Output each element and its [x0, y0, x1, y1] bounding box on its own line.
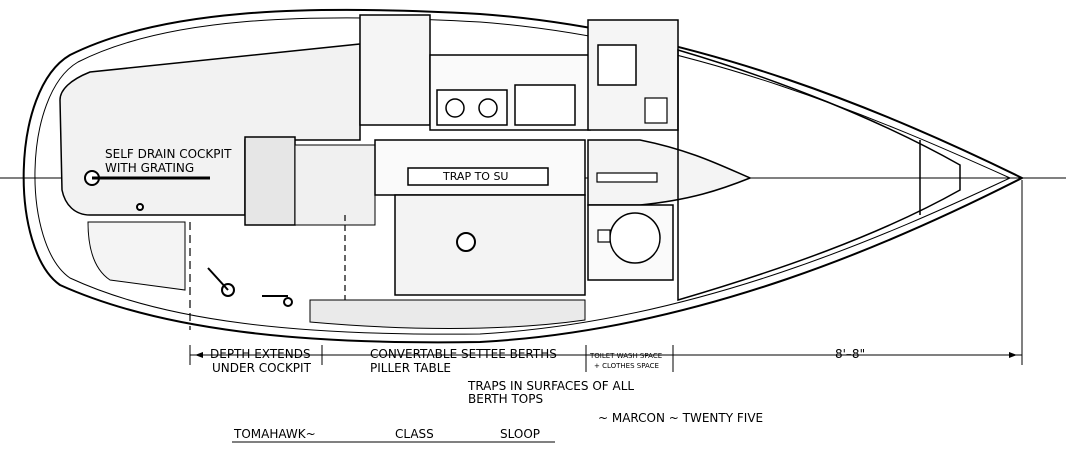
- depth-label-line2: UNDER COCKPIT: [212, 361, 312, 375]
- depth-label-line1: DEPTH EXTENDS: [210, 347, 311, 361]
- trap-label: TRAP TO SU: [442, 170, 508, 183]
- quarter-berth: [359, 14, 431, 126]
- sink: [514, 84, 576, 126]
- traps-note-line1: TRAPS IN SURFACES OF ALL: [467, 379, 634, 393]
- head-partition: [587, 139, 752, 206]
- toilet-label-line2: + CLOTHES SPACE: [594, 362, 659, 370]
- cleat: [283, 297, 293, 307]
- shelf: [644, 97, 668, 124]
- aft-locker: [87, 221, 186, 291]
- title-class: CLASS: [395, 427, 434, 441]
- forward-dimension: 8'–8": [835, 347, 865, 361]
- settee-label-line2: PILLER TABLE: [370, 361, 451, 375]
- dim-arrow: [1009, 352, 1017, 358]
- toilet: [609, 212, 661, 264]
- burner-2: [478, 98, 498, 118]
- head-door-handle: [596, 172, 658, 183]
- winch-handle: [207, 267, 229, 291]
- v-berth: [677, 48, 961, 302]
- title-sloop: SLOOP: [500, 427, 540, 441]
- settee-label-line1: CONVERTABLE SETTEE BERTHS: [370, 347, 557, 361]
- stove: [436, 89, 508, 126]
- cockpit-label-line2: WITH GRATING: [105, 161, 194, 175]
- table-post: [456, 232, 476, 252]
- settee-port: [394, 194, 586, 296]
- toilet-label-line1: TOILET WASH SPACE: [589, 352, 662, 360]
- fitting: [136, 203, 144, 211]
- trap-panel: [407, 167, 549, 186]
- model-name: ~ MARCON ~ TWENTY FIVE: [598, 411, 763, 425]
- engine-box: [244, 136, 296, 226]
- toilet-valve: [597, 229, 611, 243]
- dim-arrow: [195, 352, 203, 358]
- title-tomahawk: TOMAHAWK~: [233, 427, 316, 441]
- berth-edge: [309, 299, 586, 329]
- cockpit-label-line1: SELF DRAIN COCKPIT: [105, 147, 232, 161]
- wash-basin: [597, 44, 637, 86]
- traps-note-line2: BERTH TOPS: [468, 392, 543, 406]
- burner-1: [445, 98, 465, 118]
- companionway: [294, 144, 376, 226]
